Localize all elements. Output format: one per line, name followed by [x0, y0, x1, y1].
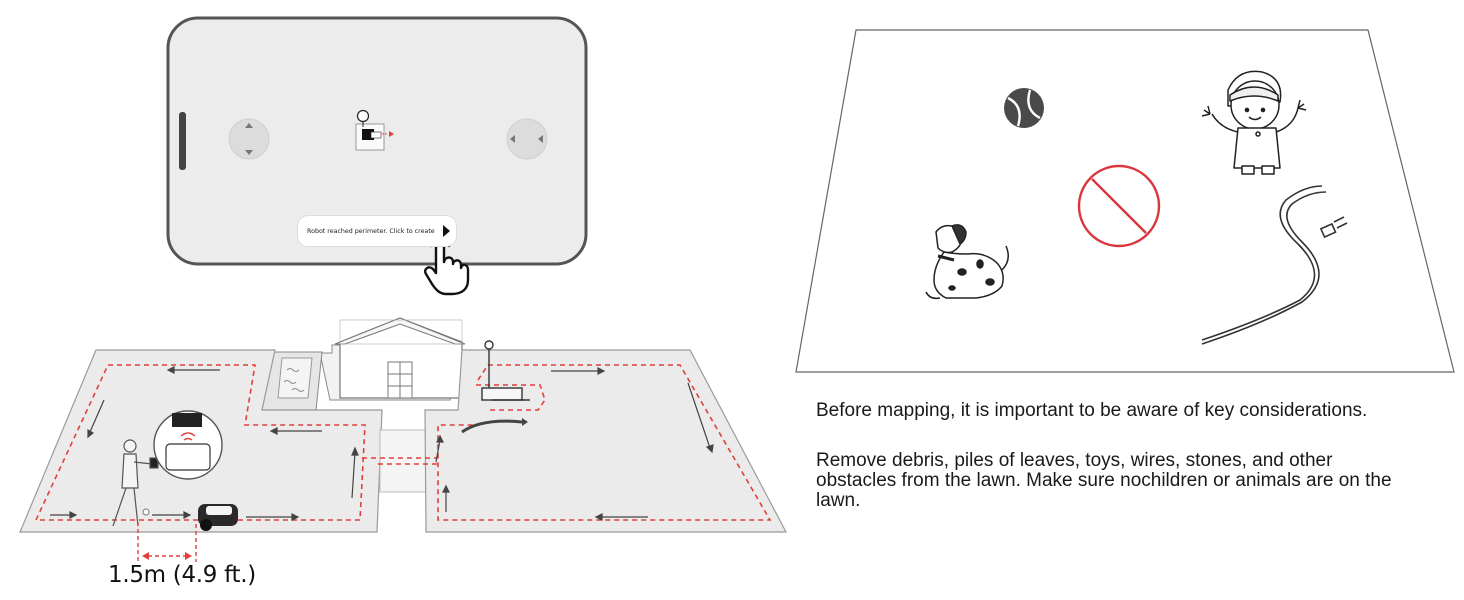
direction-arrows: [50, 366, 714, 521]
robot-mower-icon: [198, 504, 238, 531]
walkway: [379, 429, 429, 493]
rtk-station-icon: [481, 340, 530, 401]
remote-control-callout-icon: [153, 410, 223, 480]
cable-plug-icon: [1201, 185, 1348, 345]
left-joystick[interactable]: [228, 118, 270, 160]
start-point-marker: [142, 508, 150, 516]
robot-position-marker-icon: [355, 109, 394, 151]
phone-side-button: [179, 112, 186, 170]
instructions-paragraph: Remove debris, piles of leaves, toys, wi…: [816, 450, 1392, 511]
toast-arrow-icon[interactable]: [443, 225, 450, 237]
prohibition-icon: [1077, 164, 1161, 248]
dog-icon: [925, 224, 1009, 300]
perimeter-toast[interactable]: Robot reached perimeter. Click to create: [298, 216, 456, 246]
toast-text: Robot reached perimeter. Click to create: [307, 227, 435, 235]
intro-paragraph: Before mapping, it is important to be aw…: [816, 400, 1368, 421]
person-operator-icon: [112, 439, 173, 527]
ball-icon: [1004, 88, 1044, 128]
right-joystick[interactable]: [506, 118, 548, 160]
perimeter-path: [34, 364, 772, 521]
lawn-board: [795, 29, 1455, 373]
distance-indicator: [137, 522, 197, 562]
distance-label: 1.5m (4.9 ft.): [108, 562, 256, 588]
child-icon: [1201, 70, 1307, 175]
house: [319, 317, 466, 401]
